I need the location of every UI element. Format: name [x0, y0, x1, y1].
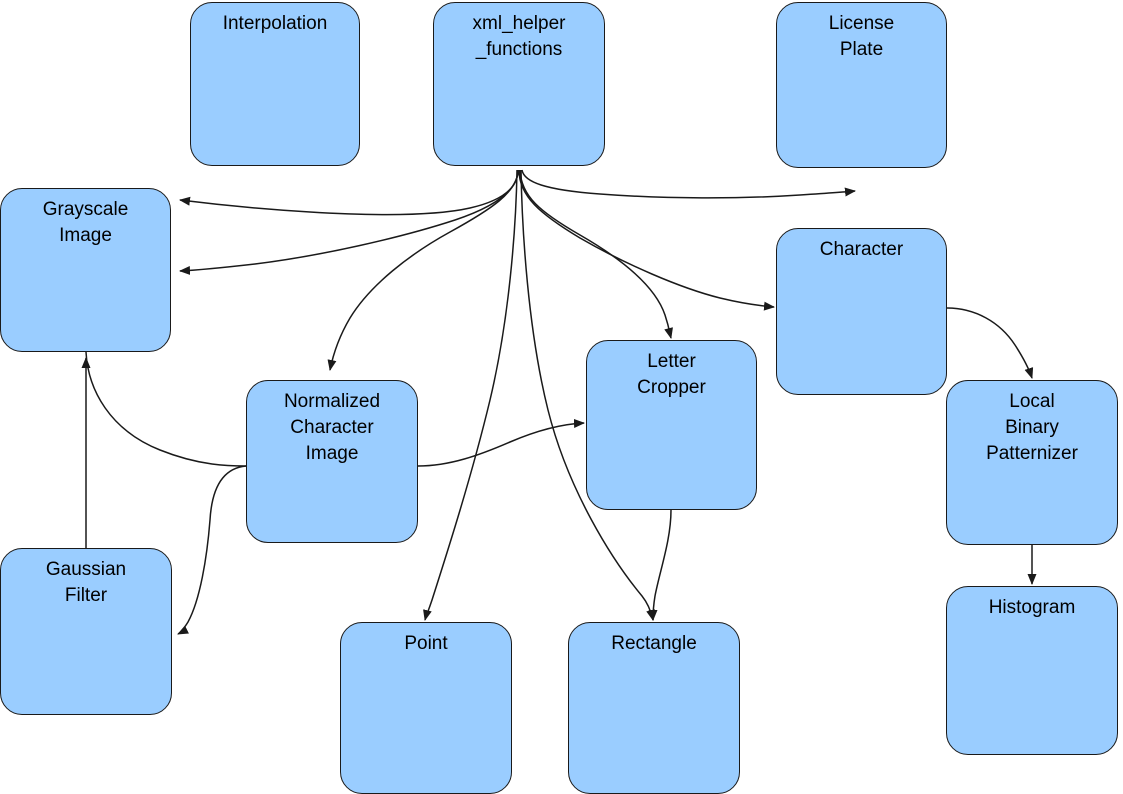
node-gaussian_filter[interactable]: Gaussian Filter [0, 548, 172, 715]
node-label-license_plate: License Plate [828, 13, 895, 60]
node-label-letter_cropper: Letter Cropper [637, 351, 706, 398]
node-license_plate[interactable]: License Plate [776, 2, 947, 168]
node-label-point: Point [404, 633, 448, 654]
node-normalized_char[interactable]: Normalized Character Image [246, 380, 418, 543]
node-point[interactable]: Point [340, 622, 512, 794]
node-label-histogram: Histogram [988, 597, 1076, 618]
edge-letter_cropper-to-rectangle [648, 509, 672, 621]
edge-xml_helper-to-license_plate_2 [521, 169, 856, 199]
edge-xml_helper-to-license_plate [179, 169, 519, 216]
node-label-local_binary: Local Binary Patternizer [986, 391, 1078, 464]
node-xml_helper[interactable]: xml_helper _functions [433, 2, 605, 166]
edge-xml_helper-to-point [423, 169, 518, 621]
node-label-xml_helper: xml_helper _functions [472, 13, 566, 60]
edge-xml_helper-to-normalized_char [327, 169, 519, 371]
edge-character-to-local_binary [946, 307, 1034, 379]
node-label-normalized_char: Normalized Character Image [283, 391, 381, 464]
node-local_binary[interactable]: Local Binary Patternizer [946, 380, 1118, 545]
node-label-interpolation: Interpolation [222, 13, 328, 34]
edge-xml_helper-to-letter_cropper [519, 169, 673, 339]
edge-normalized_char-to-letter_cropper [417, 418, 585, 467]
node-label-character: Character [819, 239, 904, 260]
node-label-gaussian_filter: Gaussian Filter [45, 559, 127, 606]
node-label-rectangle: Rectangle [611, 633, 697, 654]
node-grayscale_image[interactable]: Grayscale Image [0, 188, 171, 352]
node-character[interactable]: Character [776, 228, 947, 395]
node-histogram[interactable]: Histogram [946, 586, 1118, 755]
node-letter_cropper[interactable]: Letter Cropper [586, 340, 757, 510]
edge-xml_helper-to-grayscale_image [179, 169, 519, 275]
node-interpolation[interactable]: Interpolation [190, 2, 360, 166]
node-rectangle[interactable]: Rectangle [568, 622, 740, 794]
edge-normalized_char-to-gaussian_filter [177, 465, 247, 635]
edge-xml_helper-to-character [518, 169, 775, 311]
node-label-grayscale_image: Grayscale Image [42, 199, 129, 246]
edge-grayscale_image-to-normalized_char [85, 351, 247, 467]
